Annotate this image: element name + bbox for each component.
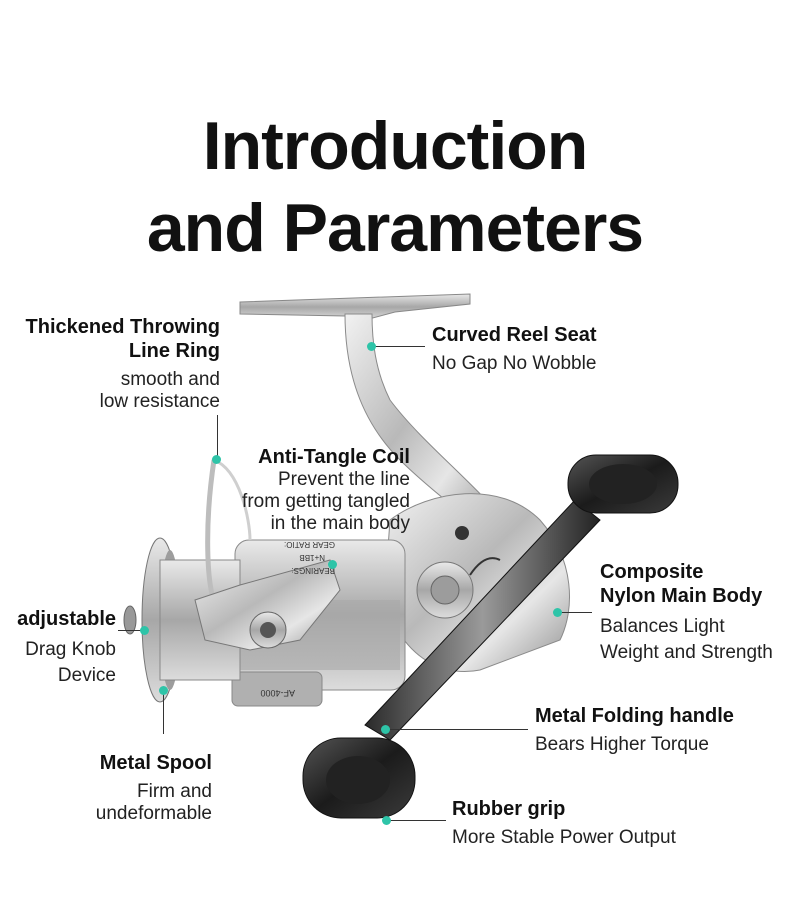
- reel-seat: [239, 293, 471, 321]
- anti-tangle-desc-1: Prevent the line: [277, 469, 410, 490]
- bail-arm: [194, 559, 341, 651]
- callout-spool: Metal Spool Firm and undeformable: [40, 751, 212, 825]
- rubber-grip-bottom: [302, 737, 416, 819]
- callout-line-ring: Thickened Throwing Line Ring smooth and …: [20, 315, 220, 413]
- anti-tangle-dot: [328, 560, 337, 569]
- drag-knob: [123, 605, 137, 635]
- line-ring-dot: [212, 455, 221, 464]
- drag-knob-dot: [140, 626, 149, 635]
- line-ring-desc-2: low resistance: [99, 391, 220, 412]
- main-body-title-2: Nylon Main Body: [600, 585, 763, 607]
- spool-desc-1: Firm and: [137, 781, 212, 802]
- callout-reel-seat: Curved Reel Seat No Gap No Wobble: [432, 323, 732, 375]
- handle-leader: [388, 729, 528, 730]
- grip-title: Rubber grip: [452, 798, 566, 820]
- reel-printed-text: BEARINGS: N+1BB GEAR RATIO: AF-4000: [260, 540, 335, 698]
- line-ring-leader: [217, 415, 218, 459]
- reel-model-label: AF-4000: [260, 688, 295, 698]
- bail-screw-icon: [260, 622, 276, 638]
- main-body-desc-1: Balances Light: [600, 616, 725, 637]
- spool-desc-2: undeformable: [95, 803, 212, 824]
- callout-anti-tangle: Anti-Tangle Coil Prevent the line from g…: [210, 445, 410, 535]
- handle-title: Metal Folding handle: [535, 705, 734, 727]
- reel-seat-dot: [367, 342, 376, 351]
- spool-leader: [163, 694, 164, 734]
- callout-grip: Rubber grip More Stable Power Output: [452, 797, 752, 849]
- reel-seat-desc: No Gap No Wobble: [432, 353, 597, 374]
- reel-seat-title: Curved Reel Seat: [432, 324, 597, 346]
- line-ring-title-2: Line Ring: [128, 340, 220, 362]
- callout-drag-knob: adjustable Drag Knob Device: [0, 607, 116, 687]
- line-ring-desc-1: smooth and: [120, 369, 220, 390]
- main-body-desc-2: Weight and Strength: [600, 642, 773, 663]
- page-title: Introduction and Parameters: [0, 105, 790, 269]
- grip-leader: [390, 820, 446, 821]
- anti-tangle-desc-3: in the main body: [270, 513, 410, 534]
- drag-knob-desc-2: Device: [57, 665, 116, 686]
- title-line-1: Introduction: [202, 108, 589, 184]
- drag-knob-desc-1: Drag Knob: [25, 639, 116, 660]
- drag-knob-leader: [118, 630, 142, 631]
- reel-seat-leader: [375, 346, 425, 347]
- drag-knob-title: adjustable: [17, 608, 116, 630]
- metal-spool: [123, 537, 241, 703]
- body-screw-icon: [455, 526, 469, 540]
- rubber-grip-top: [567, 454, 679, 514]
- spool-dot: [159, 686, 168, 695]
- main-body-dot: [553, 608, 562, 617]
- line-ring-title-1: Thickened Throwing: [25, 316, 220, 338]
- anti-tangle-desc-2: from getting tangled: [242, 491, 410, 512]
- main-body-leader: [560, 612, 592, 613]
- grip-desc: More Stable Power Output: [452, 827, 676, 848]
- reel-gear-label: GEAR RATIO:: [284, 540, 335, 549]
- spool-title: Metal Spool: [99, 752, 212, 774]
- handle-desc: Bears Higher Torque: [535, 734, 709, 755]
- main-body-title-1: Composite: [600, 561, 704, 583]
- reel-bearings-value: N+1BB: [299, 553, 325, 562]
- callout-handle: Metal Folding handle Bears Higher Torque: [535, 704, 775, 756]
- callout-main-body: Composite Nylon Main Body Balances Light…: [600, 560, 785, 664]
- anti-tangle-title: Anti-Tangle Coil: [258, 446, 410, 468]
- handle-dot: [381, 725, 390, 734]
- grip-dot: [382, 816, 391, 825]
- reel-main-body: [384, 493, 570, 672]
- title-line-2: and Parameters: [146, 190, 644, 266]
- reel-bearings-label: BEARINGS:: [291, 566, 335, 575]
